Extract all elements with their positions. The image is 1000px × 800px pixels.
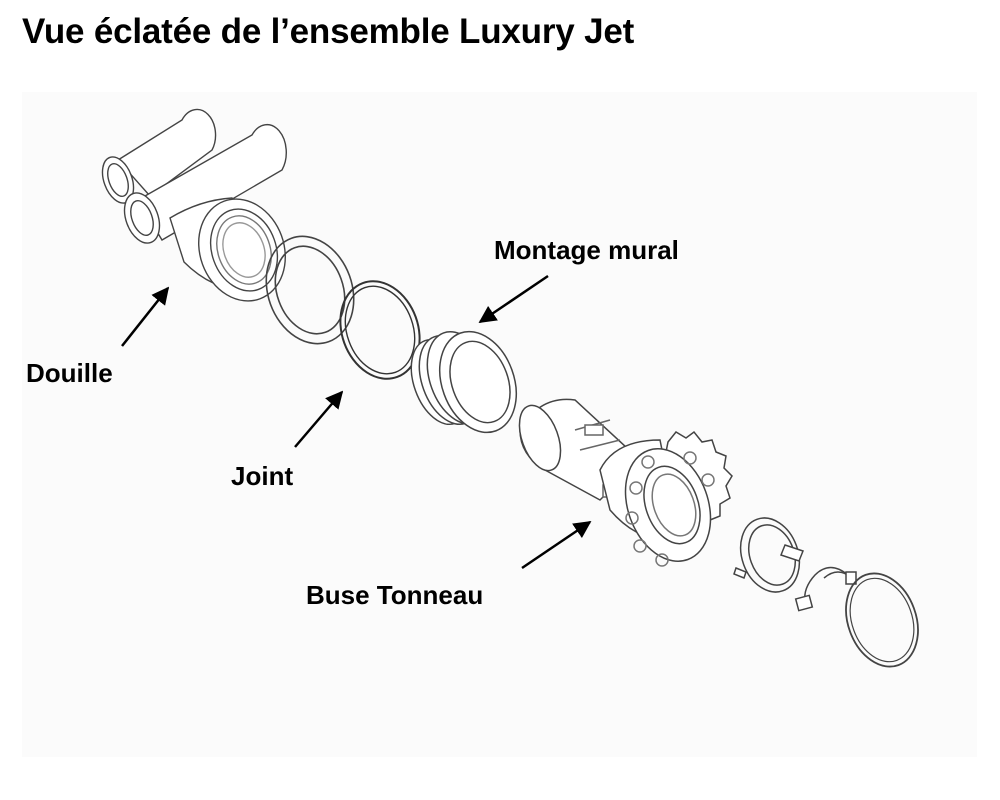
joint-label: Joint [231, 461, 294, 491]
ring-part [265, 235, 355, 345]
montage-mural-arrow [478, 274, 549, 324]
douille-arrow [121, 286, 170, 347]
buse-tonneau-label: Buse Tonneau [306, 580, 484, 610]
douille-part [101, 108, 287, 302]
joint-arrow [294, 390, 344, 448]
clamp-ring-part [733, 517, 804, 593]
page-title: Vue éclatée de l’ensemble Luxury Jet [22, 12, 635, 51]
montage-mural-label: Montage mural [494, 235, 679, 265]
buse-tonneau-arrow [521, 520, 592, 570]
end-gasket-part [845, 572, 919, 668]
douille-label: Douille [26, 358, 113, 388]
montage-mural-part [410, 330, 517, 434]
joint-part [339, 280, 421, 380]
buse-tonneau-part [518, 398, 733, 567]
clip-part [794, 566, 857, 612]
